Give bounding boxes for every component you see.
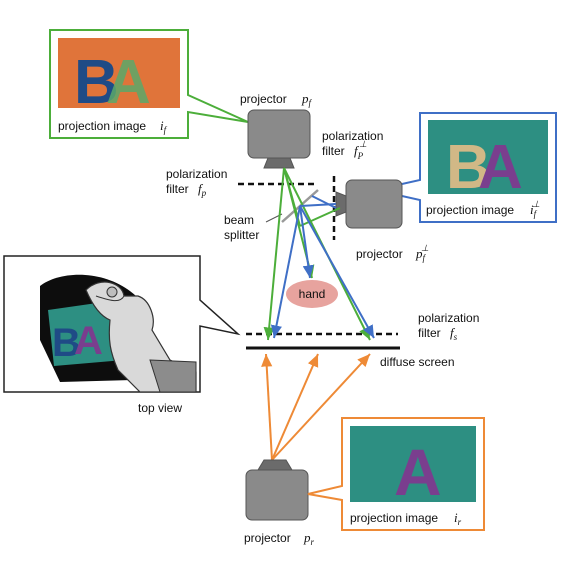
svg-text:polarization: polarization: [166, 167, 227, 181]
callout-projection-image-ir: A projection image ir: [307, 417, 485, 531]
letter-b-if-perp: B: [446, 133, 491, 202]
sym-ir: i: [454, 510, 458, 525]
svg-text:pf⊥: pf⊥: [415, 243, 429, 263]
svg-text:if⊥: if⊥: [530, 199, 540, 219]
callout-projection-image-if-perp: B A projection image if⊥: [374, 112, 557, 223]
svg-text:fP⊥: fP⊥: [354, 139, 367, 161]
projector-pf: projector pf: [240, 91, 313, 169]
letter-a-ir: A: [394, 435, 442, 509]
projection-thumb-if-perp: [428, 120, 548, 194]
label-splitter: splitter: [224, 228, 259, 242]
letter-a-if: A: [106, 48, 151, 117]
projector-pr: projector pr: [244, 459, 315, 547]
svg-text:filter: filter: [418, 326, 441, 340]
svg-text:polarization: polarization: [418, 311, 479, 325]
letter-a-top-view: A: [74, 319, 103, 363]
filter-fp-perp: polarization filter fP⊥: [322, 129, 383, 240]
hand-object: hand: [286, 280, 338, 308]
callout-top-view: B A top view: [3, 255, 241, 415]
label-projector-pf: projector: [240, 92, 287, 106]
projection-thumb-ir: [350, 426, 476, 502]
callout-projection-image-if: B A projection image if: [49, 29, 249, 139]
caption-if: projection image: [58, 119, 146, 133]
caption-top-view: top view: [138, 401, 182, 415]
rays-orange: [261, 353, 371, 461]
svg-text:polarization: polarization: [322, 129, 383, 143]
diffuse-screen: diffuse screen: [246, 346, 455, 369]
projection-thumb-if: [58, 38, 180, 108]
projector-pf-perp: projector pf⊥: [335, 179, 429, 263]
rays-blue: [270, 195, 375, 339]
label-projector-pr: projector: [244, 531, 291, 545]
svg-text:fs: fs: [450, 325, 458, 342]
letter-b-if: B: [74, 48, 119, 117]
label-beam: beam: [224, 213, 254, 227]
label-projector-pf-perp: projector: [356, 247, 403, 261]
label-hand: hand: [299, 287, 326, 301]
svg-text:filter: filter: [322, 144, 345, 158]
filter-fp: polarization filter fp: [166, 167, 318, 198]
sym-if-perp: i: [530, 202, 534, 217]
svg-text:pf: pf: [301, 91, 313, 108]
svg-text:if: if: [160, 118, 168, 135]
svg-text:ir: ir: [454, 510, 462, 527]
caption-ir: projection image: [350, 511, 438, 525]
letter-b-top-view: B: [52, 321, 81, 365]
sym-if: i: [160, 118, 164, 133]
svg-text:pr: pr: [303, 530, 315, 547]
caption-if-perp: projection image: [426, 203, 514, 217]
letter-a-if-perp: A: [478, 133, 523, 202]
label-diffuse-screen: diffuse screen: [380, 355, 455, 369]
svg-text:filter: filter: [166, 182, 189, 196]
svg-text:fp: fp: [198, 181, 207, 198]
